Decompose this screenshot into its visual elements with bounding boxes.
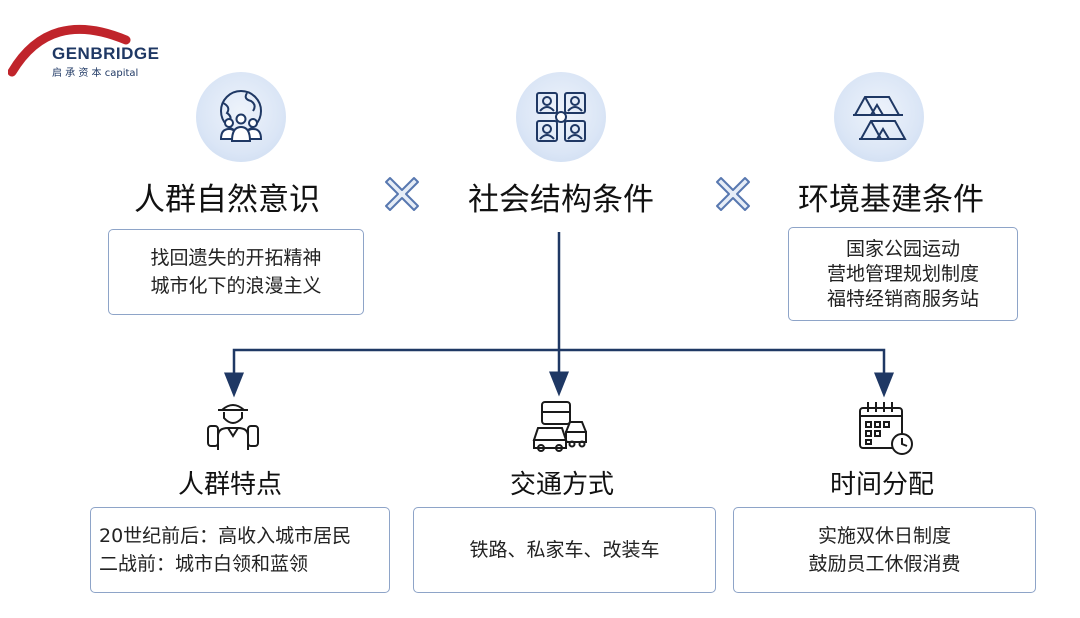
box-line: 实施双休日制度: [817, 525, 951, 547]
brand-name: GENBRIDGE: [52, 44, 160, 63]
multiply-icon: [381, 173, 423, 215]
heading-environment-infra: 环境基建条件: [798, 182, 984, 218]
logo-arc-icon: [8, 24, 131, 77]
box-line: 鼓励员工休假消费: [808, 553, 961, 575]
heading-transport: 交通方式: [510, 470, 615, 500]
environment-infra-box: 国家公园运动 营地管理规划制度 福特经销商服务站: [788, 227, 1018, 321]
transport-box: 铁路、私家车、改装车: [413, 507, 716, 593]
heading-social-structure: 社会结构条件: [468, 182, 654, 218]
box-line: 国家公园运动: [845, 237, 960, 260]
calendar-clock-icon: [858, 400, 914, 460]
crowd-globe-icon: [196, 72, 286, 162]
brand-subtitle: 启 承 资 本 capital: [52, 68, 139, 79]
box-line: 20世纪前后：高收入城市居民: [99, 525, 352, 547]
heading-crowd-awareness: 人群自然意识: [134, 182, 320, 218]
people-network-icon: [516, 72, 606, 162]
camper-icon: [206, 398, 260, 458]
branch-line: [232, 348, 886, 384]
box-line: 福特经销商服务站: [826, 287, 979, 310]
heading-time-allocation: 时间分配: [830, 470, 935, 500]
heading-crowd-features: 人群特点: [178, 470, 283, 500]
box-line: 城市化下的浪漫主义: [150, 275, 322, 297]
crowd-awareness-box: 找回遗失的开拓精神 城市化下的浪漫主义: [108, 229, 364, 315]
time-allocation-box: 实施双休日制度 鼓励员工休假消费: [733, 507, 1036, 593]
box-line: 铁路、私家车、改装车: [469, 539, 660, 561]
vehicles-icon: [532, 400, 588, 456]
brand-logo: GENBRIDGE 启 承 资 本 capital: [8, 14, 188, 80]
box-line: 营地管理规划制度: [826, 262, 979, 285]
multiply-icon: [712, 173, 754, 215]
box-line: 二战前：城市白领和蓝领: [99, 553, 309, 575]
crowd-features-box: 20世纪前后：高收入城市居民 二战前：城市白领和蓝领: [90, 507, 390, 593]
tents-icon: [834, 72, 924, 162]
box-line: 找回遗失的开拓精神: [150, 247, 322, 269]
